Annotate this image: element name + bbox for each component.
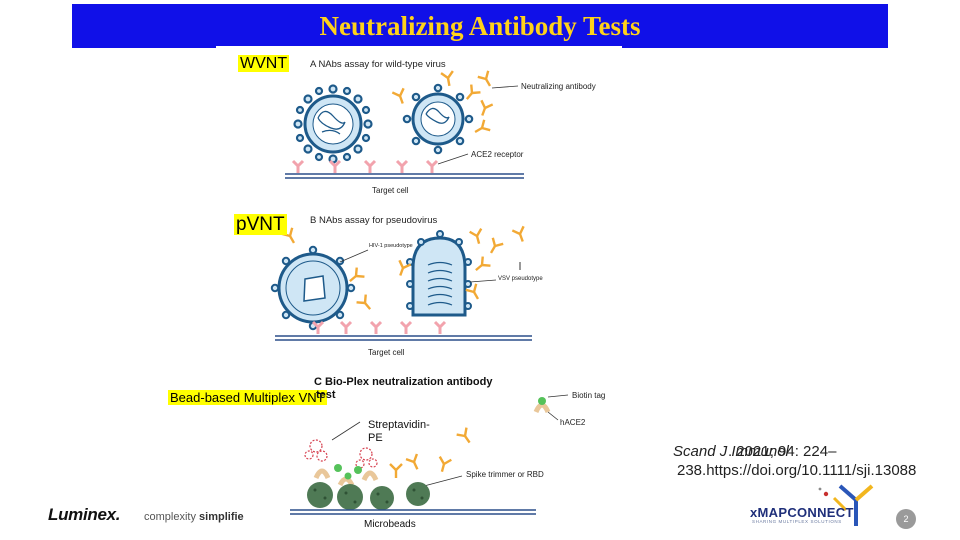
xmap-connect-subtitle: SHARING MULTIPLEX SOLUTIONS — [752, 519, 842, 524]
panel-a-graphic — [285, 69, 524, 179]
ace2-receptor-label: ACE2 receptor — [471, 150, 524, 159]
xmap-connect-logo: xMAPCONNECT — [750, 505, 854, 520]
microbeads — [307, 482, 430, 510]
reference-journal: Scand J Immunol — [673, 443, 789, 460]
biotin-tag-label: Biotin tag — [572, 391, 606, 400]
slide-title: Neutralizing Antibody Tests — [319, 11, 641, 41]
panel-c-graphic — [290, 394, 569, 515]
target-cell-label-b: Target cell — [368, 348, 405, 357]
neutralizing-antibody-label: Neutralizing antibody — [521, 82, 596, 91]
target-cell-label-a: Target cell — [372, 186, 409, 195]
page-number-badge: 2 — [896, 509, 916, 529]
luminex-logo: Luminex. — [48, 505, 121, 524]
streptavidin-label-line2: PE — [368, 432, 383, 444]
title-bar — [72, 4, 888, 48]
xmap-antibody-logo — [818, 484, 874, 526]
streptavidin-label-line1: Streptavidin- — [368, 419, 430, 431]
figure-top-edge — [216, 46, 622, 48]
panel-b-graphic — [270, 225, 532, 341]
pvnt-label: pVNT — [234, 214, 287, 235]
vsv-pseudotype-label: VSV pseudotype — [498, 276, 543, 282]
microbeads-label: Microbeads — [364, 519, 416, 530]
streptavidin-pe-markers — [304, 439, 378, 469]
biotin-hace2-legend — [533, 394, 569, 421]
wvnt-label: WVNT — [238, 55, 290, 72]
spike-label: Spike trimmer or RBD — [466, 470, 544, 479]
panel-c-title-line2: test — [316, 389, 336, 401]
hiv-pseudovirus — [270, 245, 356, 331]
panel-b-title: B NAbs assay for pseudovirus — [310, 215, 438, 226]
wild-type-virus-2 — [402, 83, 474, 155]
bead-based-label: Bead-based Multiplex VNT — [168, 390, 327, 405]
panel-c-title-line1: C Bio-Plex neutralization antibody — [314, 376, 493, 388]
luminex-tagline: complexity simplifie — [144, 511, 244, 523]
hace2-label: hACE2 — [560, 418, 586, 427]
vsv-pseudovirus — [406, 230, 472, 317]
reference-line1-rest: . 2021; 94: 224– — [728, 443, 837, 460]
reference-line2: 238.https://doi.org/10.1111/sji.13088 — [677, 462, 917, 479]
panel-a-title: A NAbs assay for wild-type virus — [310, 59, 446, 70]
wild-type-virus-1 — [293, 84, 373, 164]
hiv-pseudotype-label: HIV-1 pseudotype — [369, 243, 413, 249]
